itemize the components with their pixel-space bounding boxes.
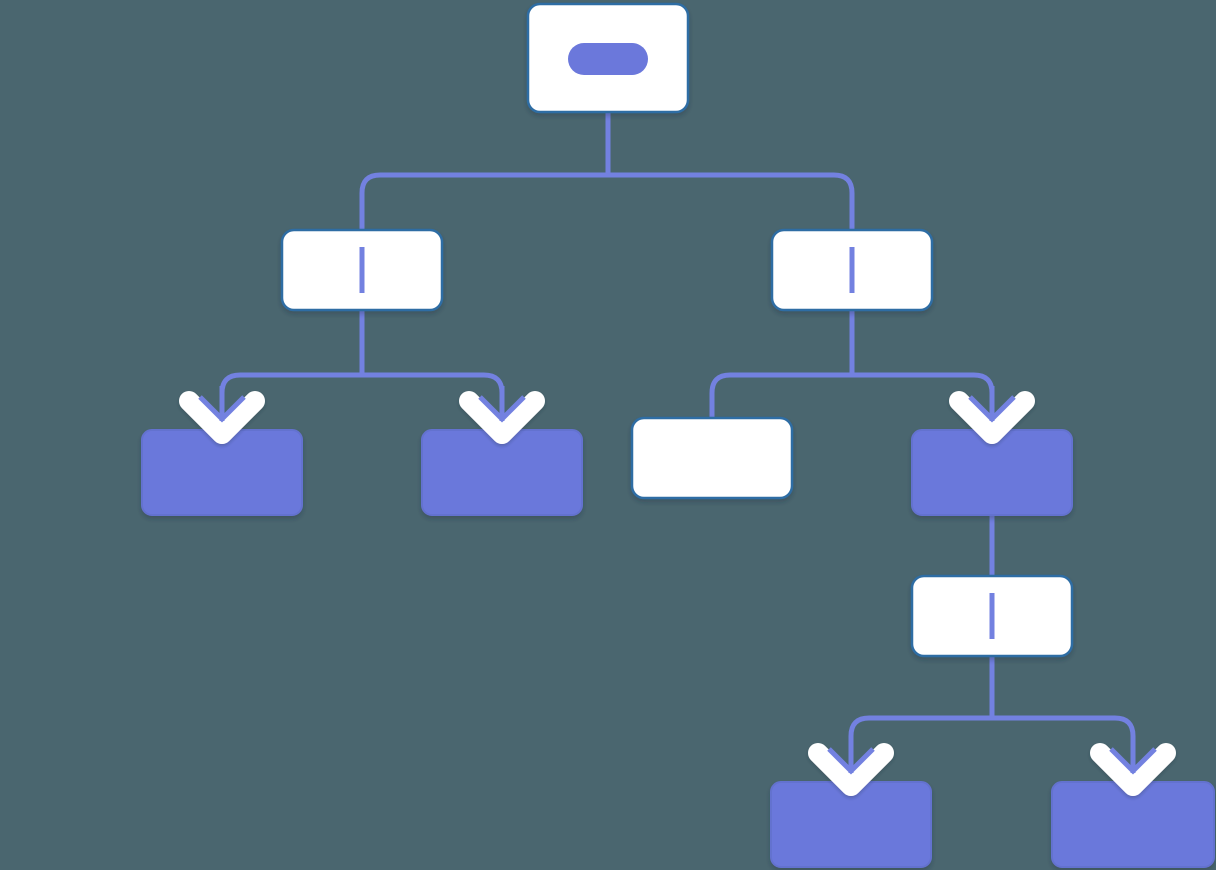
root-node[interactable] — [526, 2, 690, 114]
chevron-down-icon — [459, 391, 545, 444]
leaf-node-right-white[interactable] — [630, 416, 794, 500]
chevron-down-icon — [179, 391, 265, 444]
arrow-marker-leaf-left-second — [459, 386, 545, 444]
arrow-marker-leaf-left-first — [179, 386, 265, 444]
leaf-node-right-white-surface — [630, 416, 794, 500]
edge-deep-to-leaf-left — [848, 715, 992, 780]
chevron-down-icon — [808, 743, 894, 796]
chevron-down-icon — [1090, 743, 1176, 796]
edge-root-to-branch-left — [359, 172, 608, 330]
edge-branch-right-to-leaf-white — [709, 372, 852, 418]
arrow-marker-deep-right — [1090, 738, 1176, 796]
connector-overlay-layer — [359, 247, 995, 639]
arrow-marker-right-purple — [949, 386, 1035, 444]
arrow-marker-layer — [179, 386, 1176, 796]
chevron-down-icon — [949, 391, 1035, 444]
arrow-marker-deep-left — [808, 738, 894, 796]
edge-deep-to-leaf-right — [992, 715, 1136, 780]
edge-root-to-branch-right — [608, 172, 855, 330]
root-pill-badge — [568, 43, 648, 75]
